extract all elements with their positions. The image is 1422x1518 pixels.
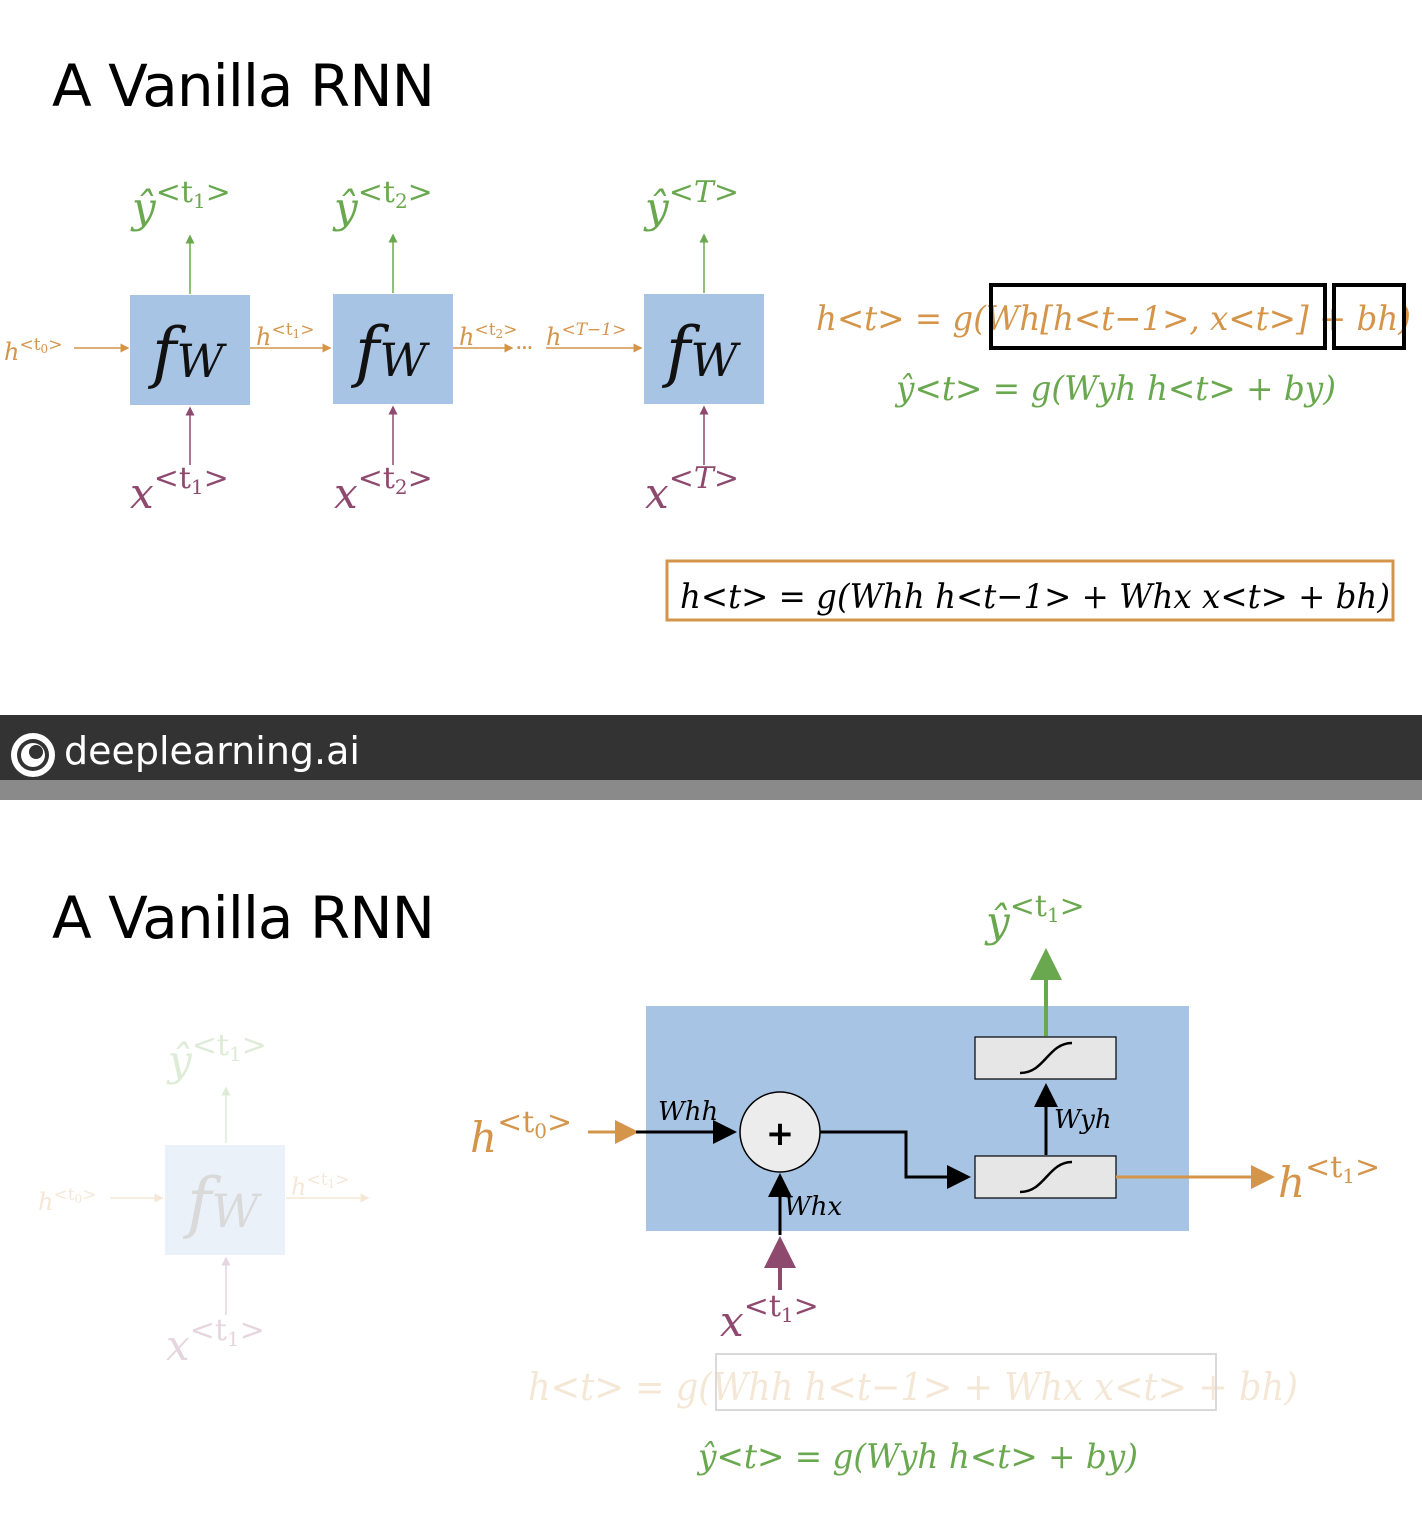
- weight-yh-label: Wyh: [1054, 1105, 1112, 1135]
- output-equation: ŷ<t> = g(Wyh h<t> + by): [894, 369, 1336, 409]
- plus-symbol: +: [766, 1114, 795, 1154]
- brand-strip: [0, 780, 1422, 800]
- ellipsis: ...: [516, 334, 533, 353]
- input-label: x<t1>: [720, 1289, 819, 1346]
- output-label: ŷ<t2>: [332, 175, 433, 232]
- hidden-equation: h<t> = g(Wh[h<t−1>, x<t>] + bh): [816, 299, 1411, 339]
- hidden-label: h<T−1>: [546, 320, 626, 351]
- input-label: x<T>: [645, 461, 739, 518]
- hidden-label: h<t1>: [256, 320, 314, 351]
- output-label: ŷ<t1>: [984, 889, 1085, 946]
- weight-hx-label: Whx: [784, 1192, 842, 1222]
- unrolled-rnn: fW fW fW ŷ<t1> ŷ<t2> ŷ<T> x<t1> x<t2> x<…: [4, 175, 764, 518]
- brand-name: deeplearning.ai: [64, 729, 360, 773]
- weight-hh-label: Whh: [658, 1097, 718, 1127]
- output-label: ŷ<t1>: [166, 1028, 267, 1085]
- hidden-label: h<t0>: [4, 335, 62, 366]
- split-equation-faded: h<t> = g(Whh h<t−1> + Whx x<t> + bh): [528, 1365, 1298, 1409]
- rnn-cell: [644, 294, 764, 404]
- highlight-box: [989, 283, 1327, 350]
- hidden-out-label: h<t1>: [1278, 1150, 1380, 1207]
- brand-bar: [0, 715, 1422, 780]
- rnn-cell: [333, 294, 453, 404]
- split-equation: h<t> = g(Whh h<t−1> + Whx x<t> + bh): [680, 577, 1390, 617]
- sum-path: [820, 1130, 971, 1189]
- cell-detail-diagram: Whh + Whx Wyh h<t0> h<t1> ŷ<t1> x<t1>: [470, 889, 1380, 1346]
- output-equation: ŷ<t> = g(Wyh h<t> + by): [696, 1437, 1138, 1477]
- faded-cell-diagram: fW ŷ<t1> x<t1> h<t0> h<t1>: [38, 1028, 370, 1370]
- sigmoid-icon: [1019, 1160, 1073, 1194]
- hidden-label: h<t2>: [459, 320, 517, 351]
- slide-title: A Vanilla RNN: [52, 884, 435, 952]
- equations-block: h<t> = g(Wh[h<t−1>, x<t>] + bh) ŷ<t> = g…: [665, 283, 1411, 622]
- rnn-cell: [130, 295, 250, 405]
- sigmoid-icon: [1019, 1041, 1073, 1075]
- input-label: x<t2>: [334, 461, 433, 518]
- highlight-box: [1332, 283, 1406, 350]
- output-label: ŷ<T>: [643, 175, 739, 232]
- rnn-cell: [165, 1145, 285, 1255]
- slide-title: A Vanilla RNN: [52, 52, 435, 120]
- hidden-in-label: h<t0>: [470, 1105, 572, 1162]
- deeplearning-logo-icon: [11, 733, 55, 777]
- hidden-label: h<t0>: [38, 1185, 96, 1216]
- hidden-label: h<t1>: [291, 1170, 349, 1201]
- equation-frame: [665, 559, 1395, 622]
- equations-block-2: h<t> = g(Whh h<t−1> + Whx x<t> + bh) ŷ<t…: [528, 1353, 1298, 1477]
- highlight-box: [715, 1353, 1217, 1411]
- input-label: x<t1>: [130, 461, 229, 518]
- input-label: x<t1>: [166, 1313, 265, 1370]
- output-label: ŷ<t1>: [130, 175, 231, 232]
